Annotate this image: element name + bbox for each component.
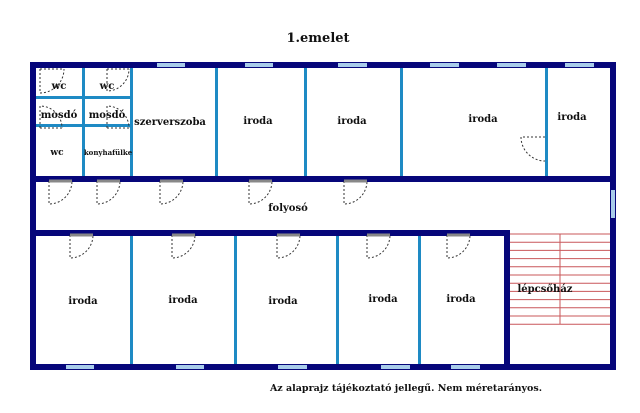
room-iroda-top-4: iroda [557, 112, 587, 123]
door-swing [159, 180, 184, 205]
room-wc-3: wc [49, 148, 64, 158]
room-szerverszoba: szerverszoba [134, 117, 206, 128]
door-swing [276, 234, 301, 259]
room-iroda-bottom-5: iroda [446, 294, 476, 305]
room-labels: wc wc mosdó mosdó wc konyhafülke szerver… [41, 81, 587, 307]
door-leaf [49, 179, 72, 183]
room-iroda-top-1: iroda [243, 116, 273, 127]
room-mosdo-2: mosdó [89, 110, 126, 121]
door-swing [106, 105, 130, 129]
door-swing [520, 136, 546, 162]
room-konyhafulke: konyhafülke [84, 148, 133, 157]
room-wc-2: wc [99, 81, 115, 92]
door-swing [366, 234, 391, 259]
door-leaf [160, 179, 183, 183]
room-iroda-top-3: iroda [468, 114, 498, 125]
room-iroda-bottom-3: iroda [268, 296, 298, 307]
room-wc-1: wc [51, 81, 67, 92]
door-leaf [70, 233, 93, 237]
disclaimer-note: Az alaprajz tájékoztató jellegű. Nem mér… [269, 383, 542, 394]
door-swing [39, 68, 65, 94]
room-iroda-bottom-1: iroda [68, 296, 98, 307]
stairs [510, 233, 610, 325]
door-swing [106, 68, 130, 92]
room-iroda-bottom-4: iroda [368, 294, 398, 305]
door-swing [248, 180, 273, 205]
door-swing [39, 105, 63, 129]
room-iroda-bottom-2: iroda [168, 295, 198, 306]
windows [66, 63, 615, 369]
partitions [35, 66, 548, 366]
door-leaf [97, 179, 120, 183]
door-swing [96, 180, 121, 205]
door-swing [48, 180, 73, 205]
room-lepcsohaz: lépcsőház [518, 284, 573, 295]
doors [39, 68, 546, 259]
door-swing [446, 234, 471, 259]
door-leaf [367, 233, 390, 237]
door-leaf [249, 179, 272, 183]
door-swing [171, 234, 196, 259]
door-leaf [447, 233, 470, 237]
door-leaf [277, 233, 300, 237]
door-swing [343, 180, 368, 205]
floor-title: 1.emelet [286, 31, 349, 46]
room-folyoso: folyosó [268, 203, 308, 214]
door-leaf [344, 179, 367, 183]
room-iroda-top-2: iroda [337, 116, 367, 127]
door-leaf [172, 233, 195, 237]
door-swing [69, 234, 94, 259]
room-mosdo-1: mosdó [41, 110, 78, 121]
